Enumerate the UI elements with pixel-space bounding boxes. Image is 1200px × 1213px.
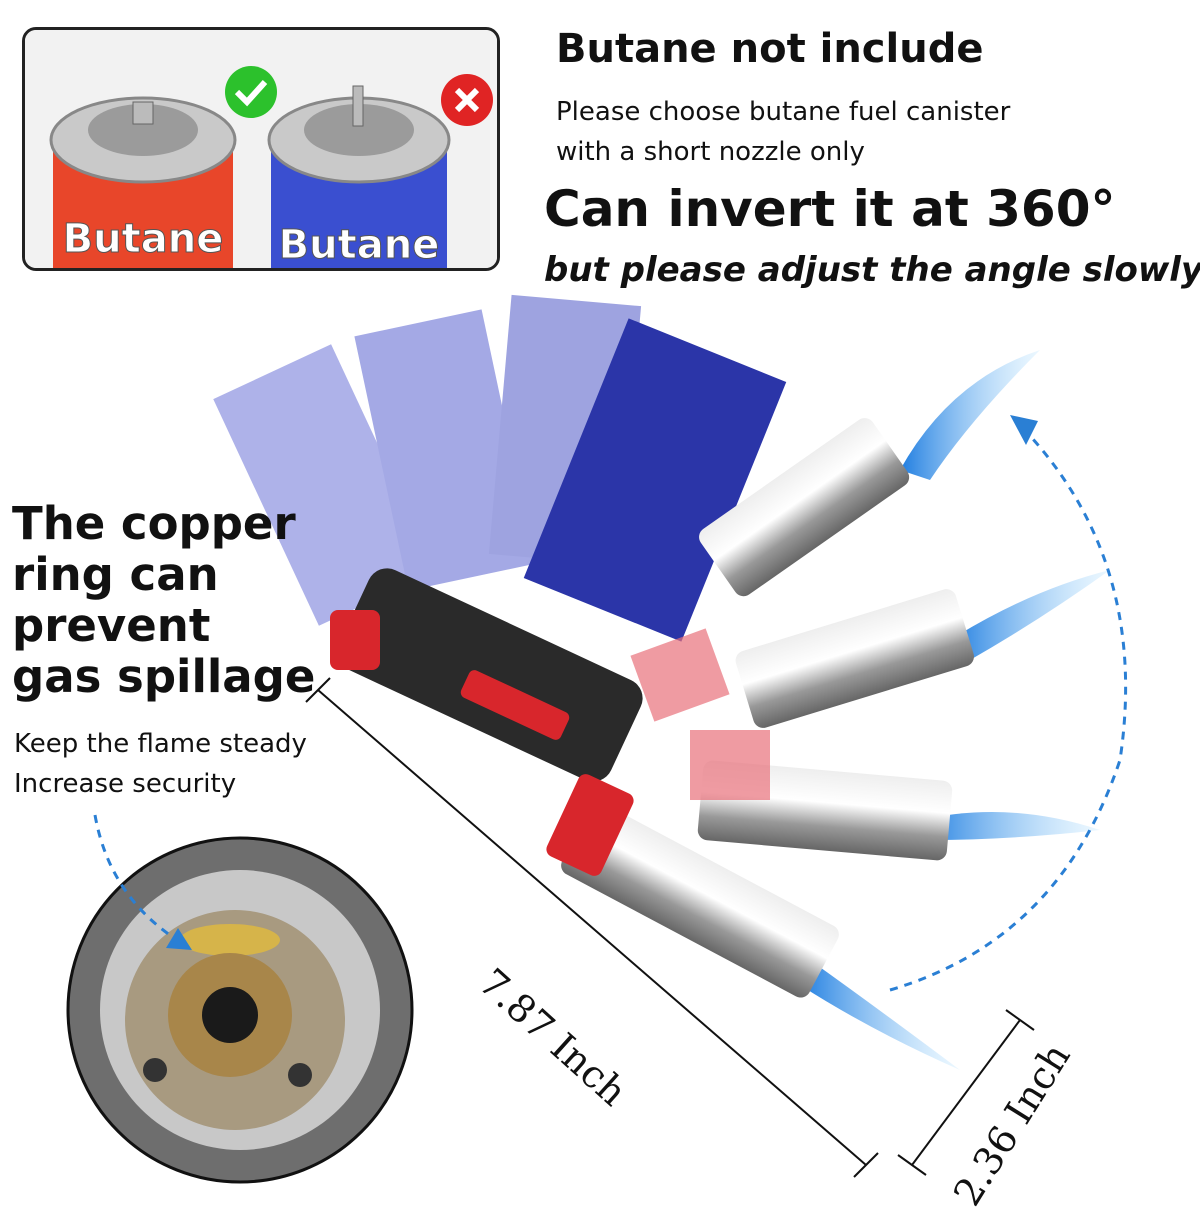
copper-ring-title: The copper ring can prevent gas spillage <box>12 498 315 702</box>
x-circle-icon <box>441 74 493 126</box>
flame-icons <box>800 350 1110 1070</box>
invert-note: but please adjust the angle slowly <box>544 250 1200 290</box>
good-can-label: Butane <box>63 216 224 262</box>
title-line: gas spillage <box>12 650 316 703</box>
invert-title: Can invert it at 360° <box>544 180 1116 238</box>
check-circle-icon <box>225 66 277 118</box>
copper-ring-details: Keep the flame steady Increase security <box>14 724 307 804</box>
canister-comparison-box: Butane Butane <box>22 27 500 271</box>
detail-line: Increase security <box>14 769 237 799</box>
canister-illustration: Butane Butane <box>25 30 497 268</box>
title-line: prevent <box>12 599 211 652</box>
detail-line: Keep the flame steady <box>14 729 307 759</box>
title-line: ring can <box>12 548 219 601</box>
bad-can-label: Butane <box>279 222 440 268</box>
bad-canister: Butane <box>267 85 451 268</box>
width-dimension-line <box>897 1009 1035 1176</box>
advice-line: Please choose butane fuel canister <box>556 97 1011 127</box>
copper-ring-inset <box>66 814 414 1184</box>
rotation-arrow-icon <box>889 415 1128 992</box>
length-dimension-line <box>305 677 879 1178</box>
advice-line: with a short nozzle only <box>556 137 865 167</box>
good-canister: Butane <box>49 96 237 268</box>
torch-body <box>330 568 770 876</box>
butane-canister <box>523 318 787 642</box>
headline: Butane not include <box>556 26 984 72</box>
title-line: The copper <box>12 497 296 550</box>
canister-advice: Please choose butane fuel canister with … <box>556 92 1010 172</box>
